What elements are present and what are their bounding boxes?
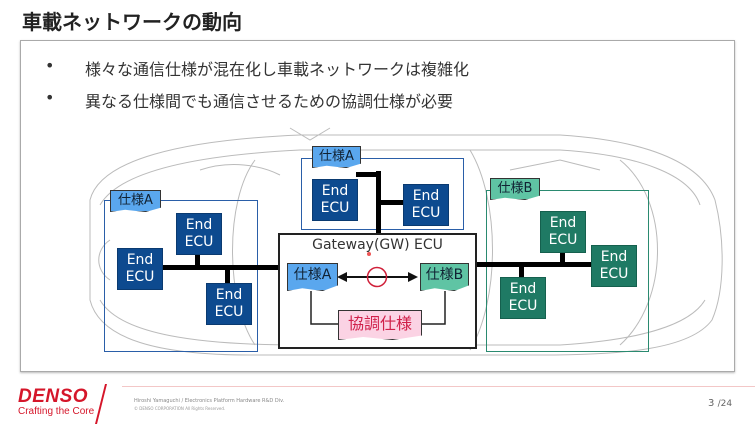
ecu-label: ECU [320,200,350,216]
gw-spec-b-tag: 仕様B [420,263,469,291]
ecu-label: ECU [548,232,578,248]
bus-line [378,200,403,205]
ecu-label: End [600,249,628,265]
page-number: 3 /24 [708,398,732,409]
ecu-label: End [549,215,577,231]
content-frame [20,40,735,372]
zone-spec-a-front [104,200,258,352]
total-pages: /24 [717,399,733,409]
zone-spec-a-center [301,158,464,230]
copyright: © DENSO CORPORATION All Rights Reserved. [134,406,226,411]
bus-line [356,172,378,177]
ecu-label: ECU [125,269,155,285]
footer-divider [122,386,755,387]
arrow-head-right [408,272,418,282]
bus-line [519,265,524,277]
slide-title: 車載ネットワークの動向 [22,10,242,34]
author-line: Hiroshi Yamaguchi / Electronics Platform… [134,398,285,404]
ecu-label: ECU [214,304,244,320]
logo-tagline: Crafting the Core [18,406,95,417]
coop-spec-box: 協調仕様 [338,310,422,340]
bullet-dot: • [45,88,55,107]
gw-spec-a-tag: 仕様A [287,263,338,291]
ecu-label: ECU [184,234,214,250]
bus-line [560,251,565,263]
ecu-label: End [185,217,213,233]
denso-logo: DENSO [18,386,89,407]
ecu-label: End [215,287,243,303]
arrow-head-left [337,272,347,282]
ecu-label: End [321,183,349,199]
ecu-label: ECU [411,205,441,221]
ok-circle-icon [366,266,388,288]
gateway-title: Gateway(GW) ECU [312,237,443,253]
bullet-text: 様々な通信仕様が混在化し車載ネットワークは複雑化 [85,60,470,79]
current-page: 3 [708,398,715,409]
bus-line [225,268,230,283]
bus-line [160,265,278,270]
spec-a-tag: 仕様A [110,190,161,212]
ecu-label: End [126,252,154,268]
ecu-label: End [412,188,440,204]
bullet-text: 異なる仕様間でも通信させるための協調仕様が必要 [85,92,454,111]
bus-line [477,262,591,267]
pointer-dot [367,252,371,256]
ecu-label: End [509,281,537,297]
coop-connector-line [310,291,446,325]
zone-spec-b-rear [486,190,649,352]
ecu-label: ECU [599,266,629,282]
ecu-label: ECU [508,298,538,314]
bullet-dot: • [45,56,55,75]
spec-b-tag: 仕様B [490,178,540,200]
bus-line [195,253,200,266]
